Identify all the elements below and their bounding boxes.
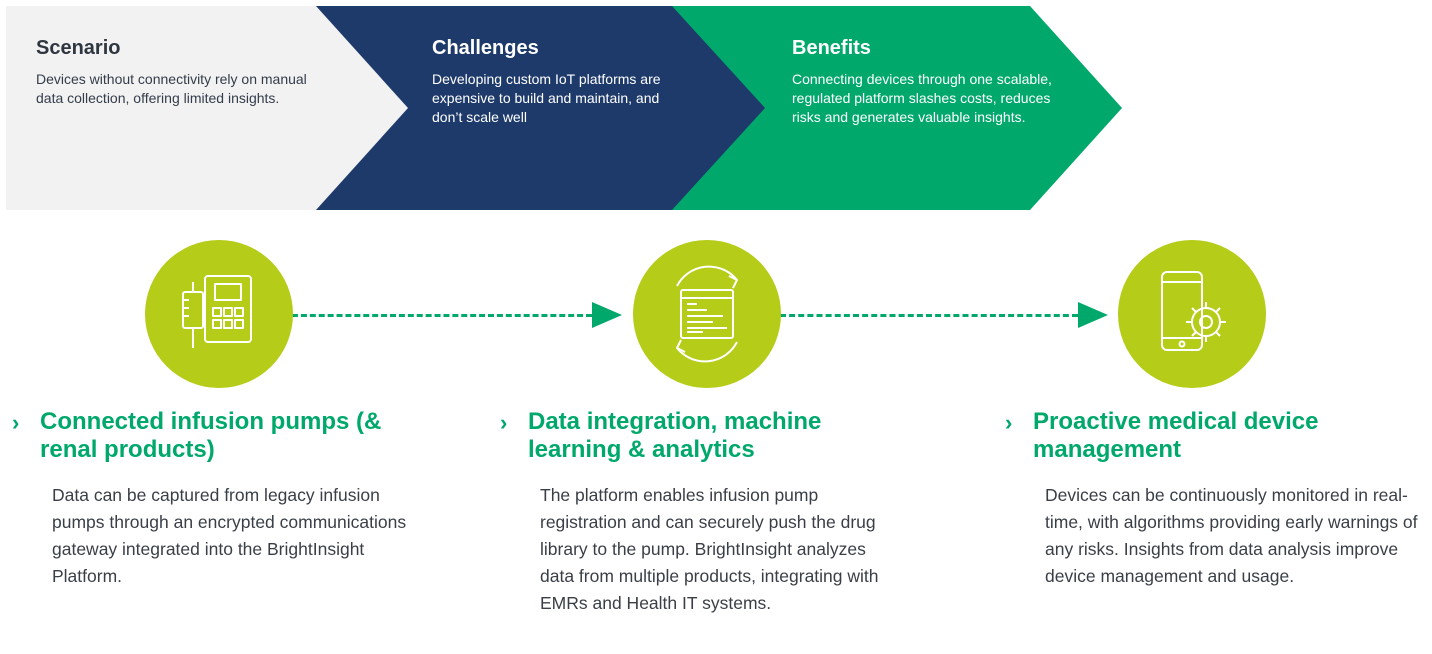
infusion-pump-icon bbox=[145, 240, 293, 388]
stage-title: Benefits bbox=[792, 37, 871, 59]
feature-connected-pumps: › Connected infusion pumps (& renal prod… bbox=[12, 408, 412, 590]
feature-title: Connected infusion pumps (& renal produc… bbox=[40, 408, 382, 463]
process-banner: Scenario Devices without connectivity re… bbox=[0, 0, 1432, 220]
banner-shapes bbox=[6, 6, 1122, 210]
chevron-right-icon: › bbox=[12, 410, 20, 435]
feature-device-management: › Proactive medical device management De… bbox=[1005, 408, 1425, 590]
stage-title: Challenges bbox=[432, 37, 539, 59]
benefits-chevron-shape bbox=[672, 6, 1122, 210]
scenario-chevron-shape bbox=[6, 6, 408, 210]
feature-text: Devices can be continuously monitored in… bbox=[1045, 485, 1418, 586]
stage-challenges: Challenges Developing custom IoT platfor… bbox=[432, 36, 692, 127]
feature-data-integration: › Data integration, machine learning & a… bbox=[500, 408, 900, 617]
stage-text: Connecting devices through one scalable,… bbox=[792, 71, 1052, 125]
stage-scenario: Scenario Devices without connectivity re… bbox=[36, 36, 316, 108]
arrow-right-icon bbox=[592, 302, 622, 328]
feature-text: The platform enables infusion pump regis… bbox=[540, 485, 879, 613]
arrow-right-icon bbox=[1078, 302, 1108, 328]
chevron-right-icon: › bbox=[1005, 410, 1013, 435]
mobile-gear-icon bbox=[1118, 240, 1266, 388]
connector-line-1 bbox=[292, 314, 592, 317]
feature-title: Proactive medical device management bbox=[1033, 408, 1319, 463]
stage-benefits: Benefits Connecting devices through one … bbox=[792, 36, 1052, 127]
stage-title: Scenario bbox=[36, 37, 121, 59]
stage-text: Developing custom IoT platforms are expe… bbox=[432, 71, 661, 125]
feature-title: Data integration, machine learning & ana… bbox=[528, 408, 822, 463]
challenges-chevron-shape bbox=[316, 6, 765, 210]
data-refresh-icon bbox=[633, 240, 781, 388]
connector-line-2 bbox=[780, 314, 1078, 317]
feature-text: Data can be captured from legacy infusio… bbox=[52, 485, 407, 586]
chevron-right-icon: › bbox=[500, 410, 508, 435]
stage-text: Devices without connectivity rely on man… bbox=[36, 71, 307, 106]
